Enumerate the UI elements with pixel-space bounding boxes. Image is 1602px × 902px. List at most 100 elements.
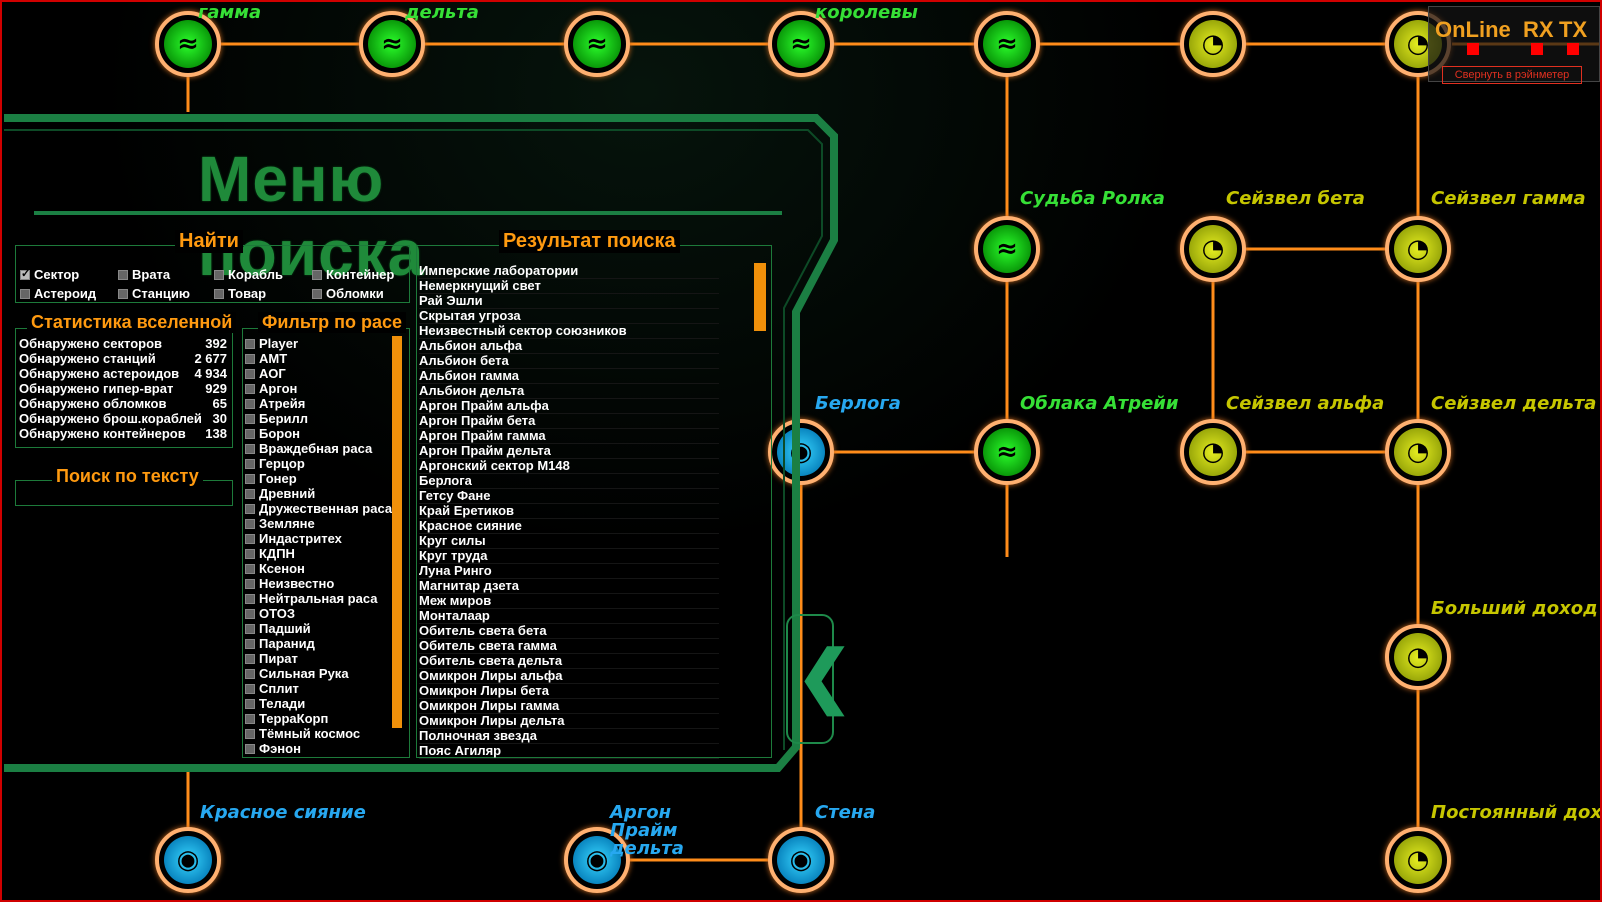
race-filter-item[interactable]: Тёмный космос: [245, 726, 360, 741]
sector-node[interactable]: ◔: [1385, 827, 1451, 893]
search-result-item[interactable]: Пояс Агиляр: [419, 743, 719, 759]
search-result-item[interactable]: Полночная звезда: [419, 728, 719, 744]
search-result-item[interactable]: Альбион гамма: [419, 368, 719, 384]
search-result-item[interactable]: Немеркнущий свет: [419, 278, 719, 294]
race-filter-item[interactable]: Дружественная раса: [245, 501, 392, 516]
find-option-checkbox[interactable]: Станцию: [118, 286, 190, 301]
race-filter-item[interactable]: Сплит: [245, 681, 299, 696]
sector-node[interactable]: ≈: [155, 11, 221, 77]
search-result-item[interactable]: Круг труда: [419, 548, 719, 564]
race-filter-item[interactable]: Древний: [245, 486, 315, 501]
collapse-to-rainmeter-button[interactable]: Свернуть в рэйнметер: [1442, 66, 1582, 84]
race-filter-item[interactable]: Телади: [245, 696, 305, 711]
find-option-checkbox[interactable]: Корабль: [214, 267, 283, 282]
search-result-item[interactable]: Аргонский сектор М148: [419, 458, 719, 474]
search-result-item[interactable]: Берлога: [419, 473, 719, 489]
race-filter-item[interactable]: Берилл: [245, 411, 308, 426]
search-result-item[interactable]: Меж миров: [419, 593, 719, 609]
search-result-item[interactable]: Рай Эшли: [419, 293, 719, 309]
find-option-checkbox[interactable]: Обломки: [312, 286, 384, 301]
search-result-item[interactable]: Аргон Прайм дельта: [419, 443, 719, 459]
search-result-item[interactable]: Скрытая угроза: [419, 308, 719, 324]
race-filter-item[interactable]: Борон: [245, 426, 300, 441]
search-result-item[interactable]: Магнитар дзета: [419, 578, 719, 594]
sector-node-fill: [983, 428, 1031, 476]
sector-node[interactable]: ≈: [974, 216, 1040, 282]
checkbox-icon: [245, 548, 255, 559]
race-filter-item[interactable]: ТерраКорп: [245, 711, 328, 726]
sector-node[interactable]: ◔: [1385, 216, 1451, 282]
search-result-item[interactable]: Круг силы: [419, 533, 719, 549]
search-result-item[interactable]: Обитель света дельта: [419, 653, 719, 669]
race-filter-item[interactable]: АОГ: [245, 366, 286, 381]
race-filter-item[interactable]: Враждебная раса: [245, 441, 372, 456]
race-filter-item[interactable]: Падший: [245, 621, 311, 636]
sector-node[interactable]: ≈: [564, 11, 630, 77]
sector-node[interactable]: ≈: [974, 11, 1040, 77]
search-result-item[interactable]: Гетсу Фане: [419, 488, 719, 504]
search-result-item[interactable]: Луна Ринго: [419, 563, 719, 579]
search-result-item[interactable]: Красное сияние: [419, 518, 719, 534]
sector-node-fill: [1394, 836, 1442, 884]
race-filter-item[interactable]: Ксенон: [245, 561, 305, 576]
find-option-checkbox[interactable]: Астероид: [20, 286, 96, 301]
sector-node[interactable]: ◔: [1180, 11, 1246, 77]
search-result-item[interactable]: Монталаар: [419, 608, 719, 624]
sector-node[interactable]: ◉: [768, 827, 834, 893]
search-result-item[interactable]: Омикрон Лиры бета: [419, 683, 719, 699]
race-filter-item[interactable]: ОТОЗ: [245, 606, 295, 621]
sector-node[interactable]: ◔: [1385, 419, 1451, 485]
search-result-item[interactable]: Альбион альфа: [419, 338, 719, 354]
race-filter-item[interactable]: Аргон: [245, 381, 297, 396]
race-filter-item[interactable]: Пират: [245, 651, 298, 666]
search-result-item[interactable]: Омикрон Лиры альфа: [419, 668, 719, 684]
race-filter-item[interactable]: Сильная Рука: [245, 666, 349, 681]
search-result-item[interactable]: Альбион дельта: [419, 383, 719, 399]
race-filter-item[interactable]: Атрейя: [245, 396, 305, 411]
search-result-item[interactable]: Омикрон Лиры дельта: [419, 713, 719, 729]
race-filter-item[interactable]: Фэнон: [245, 741, 301, 756]
checkbox-icon: [214, 269, 224, 280]
race-filter-item[interactable]: КДПН: [245, 546, 295, 561]
sector-node[interactable]: ◉: [155, 827, 221, 893]
race-label: Древний: [259, 486, 316, 501]
race-filter-item[interactable]: Земляне: [245, 516, 315, 531]
sector-node[interactable]: ◔: [1385, 624, 1451, 690]
search-result-item[interactable]: Аргон Прайм гамма: [419, 428, 719, 444]
find-option-checkbox[interactable]: Сектор: [20, 267, 79, 282]
sector-node[interactable]: ≈: [359, 11, 425, 77]
text-search-header: Поиск по тексту: [52, 466, 203, 487]
text-search-input[interactable]: [18, 486, 228, 504]
find-option-checkbox[interactable]: Контейнер: [312, 267, 394, 282]
race-filter-item[interactable]: Гонер: [245, 471, 297, 486]
race-filter-item[interactable]: Герцор: [245, 456, 305, 471]
sector-node[interactable]: ◔: [1180, 216, 1246, 282]
race-label: Враждебная раса: [259, 441, 373, 456]
results-scrollbar[interactable]: [754, 263, 766, 331]
search-result-item[interactable]: Имперские лаборатории: [419, 263, 719, 279]
checkbox-icon: [245, 518, 255, 529]
search-result-item[interactable]: Неизвестный сектор союзников: [419, 323, 719, 339]
find-option-checkbox[interactable]: Врата: [118, 267, 170, 282]
search-result-item[interactable]: Обитель света бета: [419, 623, 719, 639]
search-result-item[interactable]: Аргон Прайм бета: [419, 413, 719, 429]
race-filter-item[interactable]: Паранид: [245, 636, 315, 651]
sector-node[interactable]: ◔: [1180, 419, 1246, 485]
search-result-item[interactable]: Альбион бета: [419, 353, 719, 369]
race-filter-item[interactable]: АМТ: [245, 351, 287, 366]
find-option-checkbox[interactable]: Товар: [214, 286, 266, 301]
race-filter-item[interactable]: Player: [245, 336, 298, 351]
race-filter-item[interactable]: Неизвестно: [245, 576, 334, 591]
sector-node[interactable]: ≈: [768, 11, 834, 77]
search-result-item[interactable]: Аргон Прайм альфа: [419, 398, 719, 414]
collapse-panel-button[interactable]: ❮: [786, 614, 853, 744]
sector-node[interactable]: ≈: [974, 419, 1040, 485]
race-filter-item[interactable]: Индастритех: [245, 531, 342, 546]
search-result-item[interactable]: Обитель света гамма: [419, 638, 719, 654]
race-filter-scrollbar[interactable]: [392, 336, 402, 728]
stat-value: 929: [205, 381, 227, 396]
race-filter-item[interactable]: Нейтральная раса: [245, 591, 377, 606]
sector-node[interactable]: ◉: [564, 827, 630, 893]
search-result-item[interactable]: Край Еретиков: [419, 503, 719, 519]
search-result-item[interactable]: Омикрон Лиры гамма: [419, 698, 719, 714]
